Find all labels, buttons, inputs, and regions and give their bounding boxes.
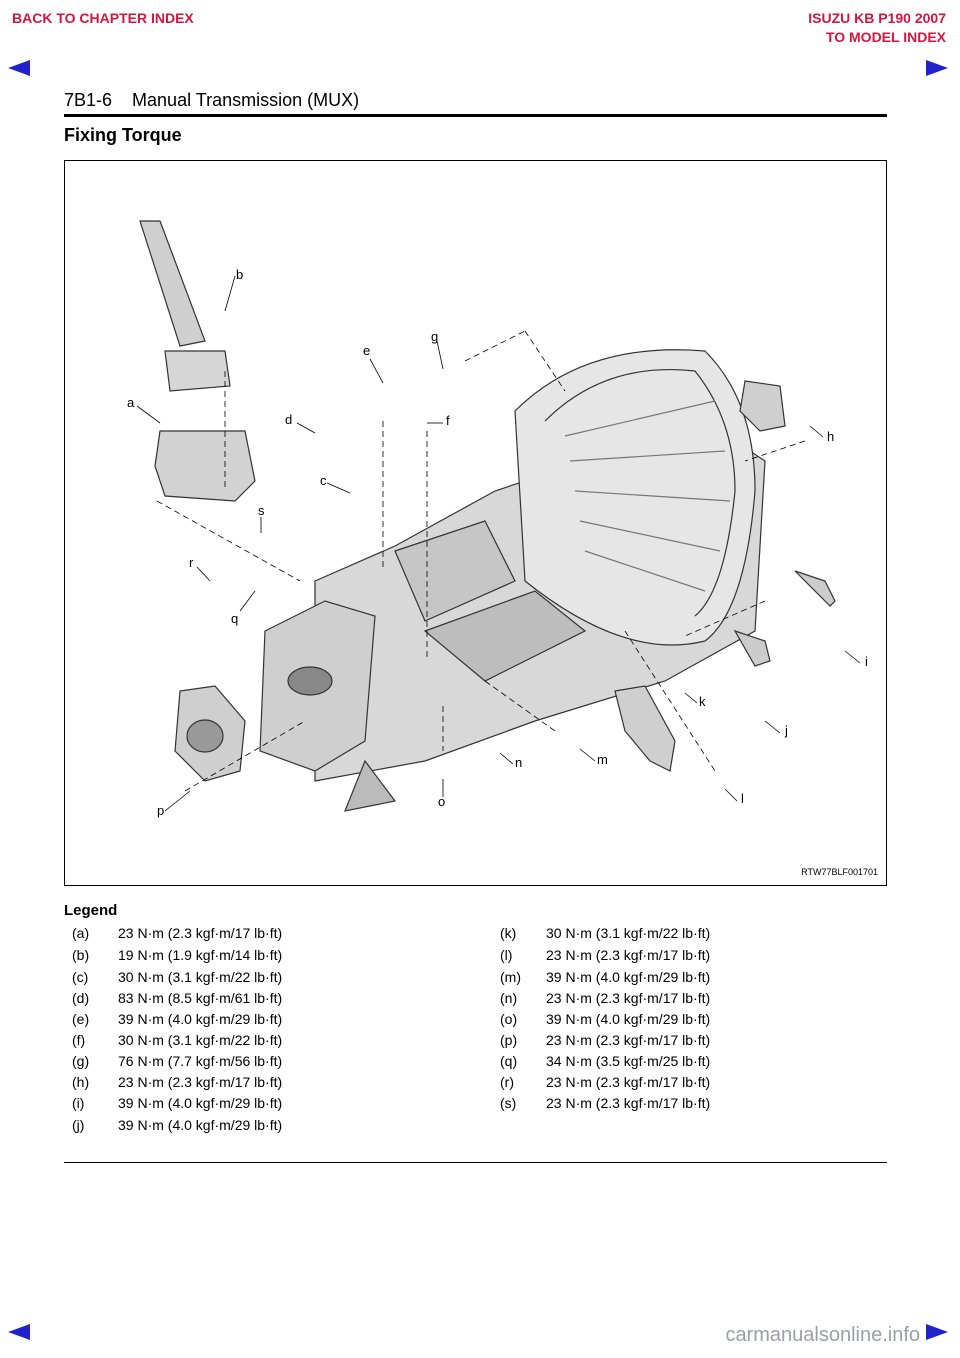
callout-s: s (258, 503, 265, 518)
callout-d: d (285, 412, 292, 427)
legend-value: 30 N·m (3.1 kgf·m/22 lb·ft) (118, 1032, 283, 1048)
legend-key: (e) (72, 1011, 90, 1027)
legend-key: (f) (72, 1032, 86, 1048)
legend-key: (s) (500, 1095, 517, 1111)
legend-value: 23 N·m (2.3 kgf·m/17 lb·ft) (546, 947, 711, 963)
legend-value: 19 N·m (1.9 kgf·m/14 lb·ft) (118, 947, 283, 963)
footer-rule (64, 1162, 887, 1163)
callout-k: k (699, 694, 706, 709)
legend-key: (o) (500, 1011, 518, 1027)
legend-key: (h) (72, 1074, 90, 1090)
legend-value: 23 N·m (2.3 kgf·m/17 lb·ft) (546, 1074, 711, 1090)
legend-key: (c) (72, 969, 89, 985)
callout-n: n (515, 755, 522, 770)
legend-key: (m) (500, 969, 521, 985)
header-rule (64, 114, 887, 117)
callout-h: h (827, 429, 834, 444)
section-title: Fixing Torque (64, 125, 182, 145)
legend-key: (d) (72, 990, 90, 1006)
figure-callouts: a b c d e f g h i j k l m n o p q r s (127, 267, 868, 818)
legend-key: (r) (500, 1074, 514, 1090)
legend-value: 34 N·m (3.5 kgf·m/25 lb·ft) (546, 1053, 711, 1069)
callout-o: o (438, 794, 445, 809)
legend-key: (a) (72, 925, 90, 941)
transmission-illustration: a b c d e f g h i j k l m n o p q r s (127, 220, 868, 818)
model-title-link[interactable]: ISUZU KB P190 2007 (808, 10, 946, 26)
back-to-chapter-index-link[interactable]: BACK TO CHAPTER INDEX (12, 10, 194, 26)
legend-key: (b) (72, 947, 90, 963)
legend-title: Legend (64, 902, 118, 919)
legend-value: 39 N·m (4.0 kgf·m/29 lb·ft) (546, 1011, 711, 1027)
callout-f: f (446, 413, 450, 428)
legend-value: 30 N·m (3.1 kgf·m/22 lb·ft) (118, 969, 283, 985)
bottom-next-page-icon[interactable] (926, 1324, 948, 1340)
legend-value: 39 N·m (4.0 kgf·m/29 lb·ft) (118, 1011, 283, 1027)
next-page-icon[interactable] (926, 60, 948, 76)
legend-key: (j) (72, 1117, 85, 1133)
callout-q: q (231, 611, 238, 626)
callout-b: b (236, 267, 243, 282)
legend-key: (i) (72, 1095, 85, 1111)
callout-g: g (431, 329, 438, 344)
legend-key: (k) (500, 925, 517, 941)
to-model-index-link[interactable]: TO MODEL INDEX (825, 29, 946, 45)
watermark: carmanualsonline.info (725, 1324, 920, 1346)
callout-j: j (784, 723, 788, 738)
callout-a: a (127, 395, 135, 410)
bottom-prev-page-icon[interactable] (8, 1324, 30, 1340)
callout-c: c (320, 473, 327, 488)
legend-value: 23 N·m (2.3 kgf·m/17 lb·ft) (118, 925, 283, 941)
callout-m: m (597, 752, 608, 767)
legend-value: 23 N·m (2.3 kgf·m/17 lb·ft) (118, 1074, 283, 1090)
legend-value: 76 N·m (7.7 kgf·m/56 lb·ft) (118, 1053, 283, 1069)
legend-value: 23 N·m (2.3 kgf·m/17 lb·ft) (546, 1095, 711, 1111)
prev-page-icon[interactable] (8, 60, 30, 76)
figure-code: RTW77BLF001701 (801, 867, 878, 877)
legend-value: 30 N·m (3.1 kgf·m/22 lb·ft) (546, 925, 711, 941)
transmission-figure: a b c d e f g h i j k l m n o p q r s RTW77BLF001701 (64, 160, 887, 886)
legend-key: (l) (500, 947, 513, 963)
callout-r: r (189, 555, 194, 570)
legend-value: 23 N·m (2.3 kgf·m/17 lb·ft) (546, 990, 711, 1006)
legend-value: 39 N·m (4.0 kgf·m/29 lb·ft) (546, 969, 711, 985)
callout-i: i (865, 654, 868, 669)
legend-value: 39 N·m (4.0 kgf·m/29 lb·ft) (118, 1095, 283, 1111)
legend-value: 39 N·m (4.0 kgf·m/29 lb·ft) (118, 1117, 283, 1133)
legend-key: (p) (500, 1032, 518, 1048)
legend-value: 83 N·m (8.5 kgf·m/61 lb·ft) (118, 990, 283, 1006)
callout-p: p (157, 803, 164, 818)
callout-l: l (741, 791, 744, 806)
legend-key: (q) (500, 1053, 518, 1069)
legend-key: (g) (72, 1053, 90, 1069)
legend-key: (n) (500, 990, 518, 1006)
page-header-title: 7B1-6 Manual Transmission (MUX) (64, 90, 360, 110)
callout-e: e (363, 343, 370, 358)
legend-value: 23 N·m (2.3 kgf·m/17 lb·ft) (546, 1032, 711, 1048)
